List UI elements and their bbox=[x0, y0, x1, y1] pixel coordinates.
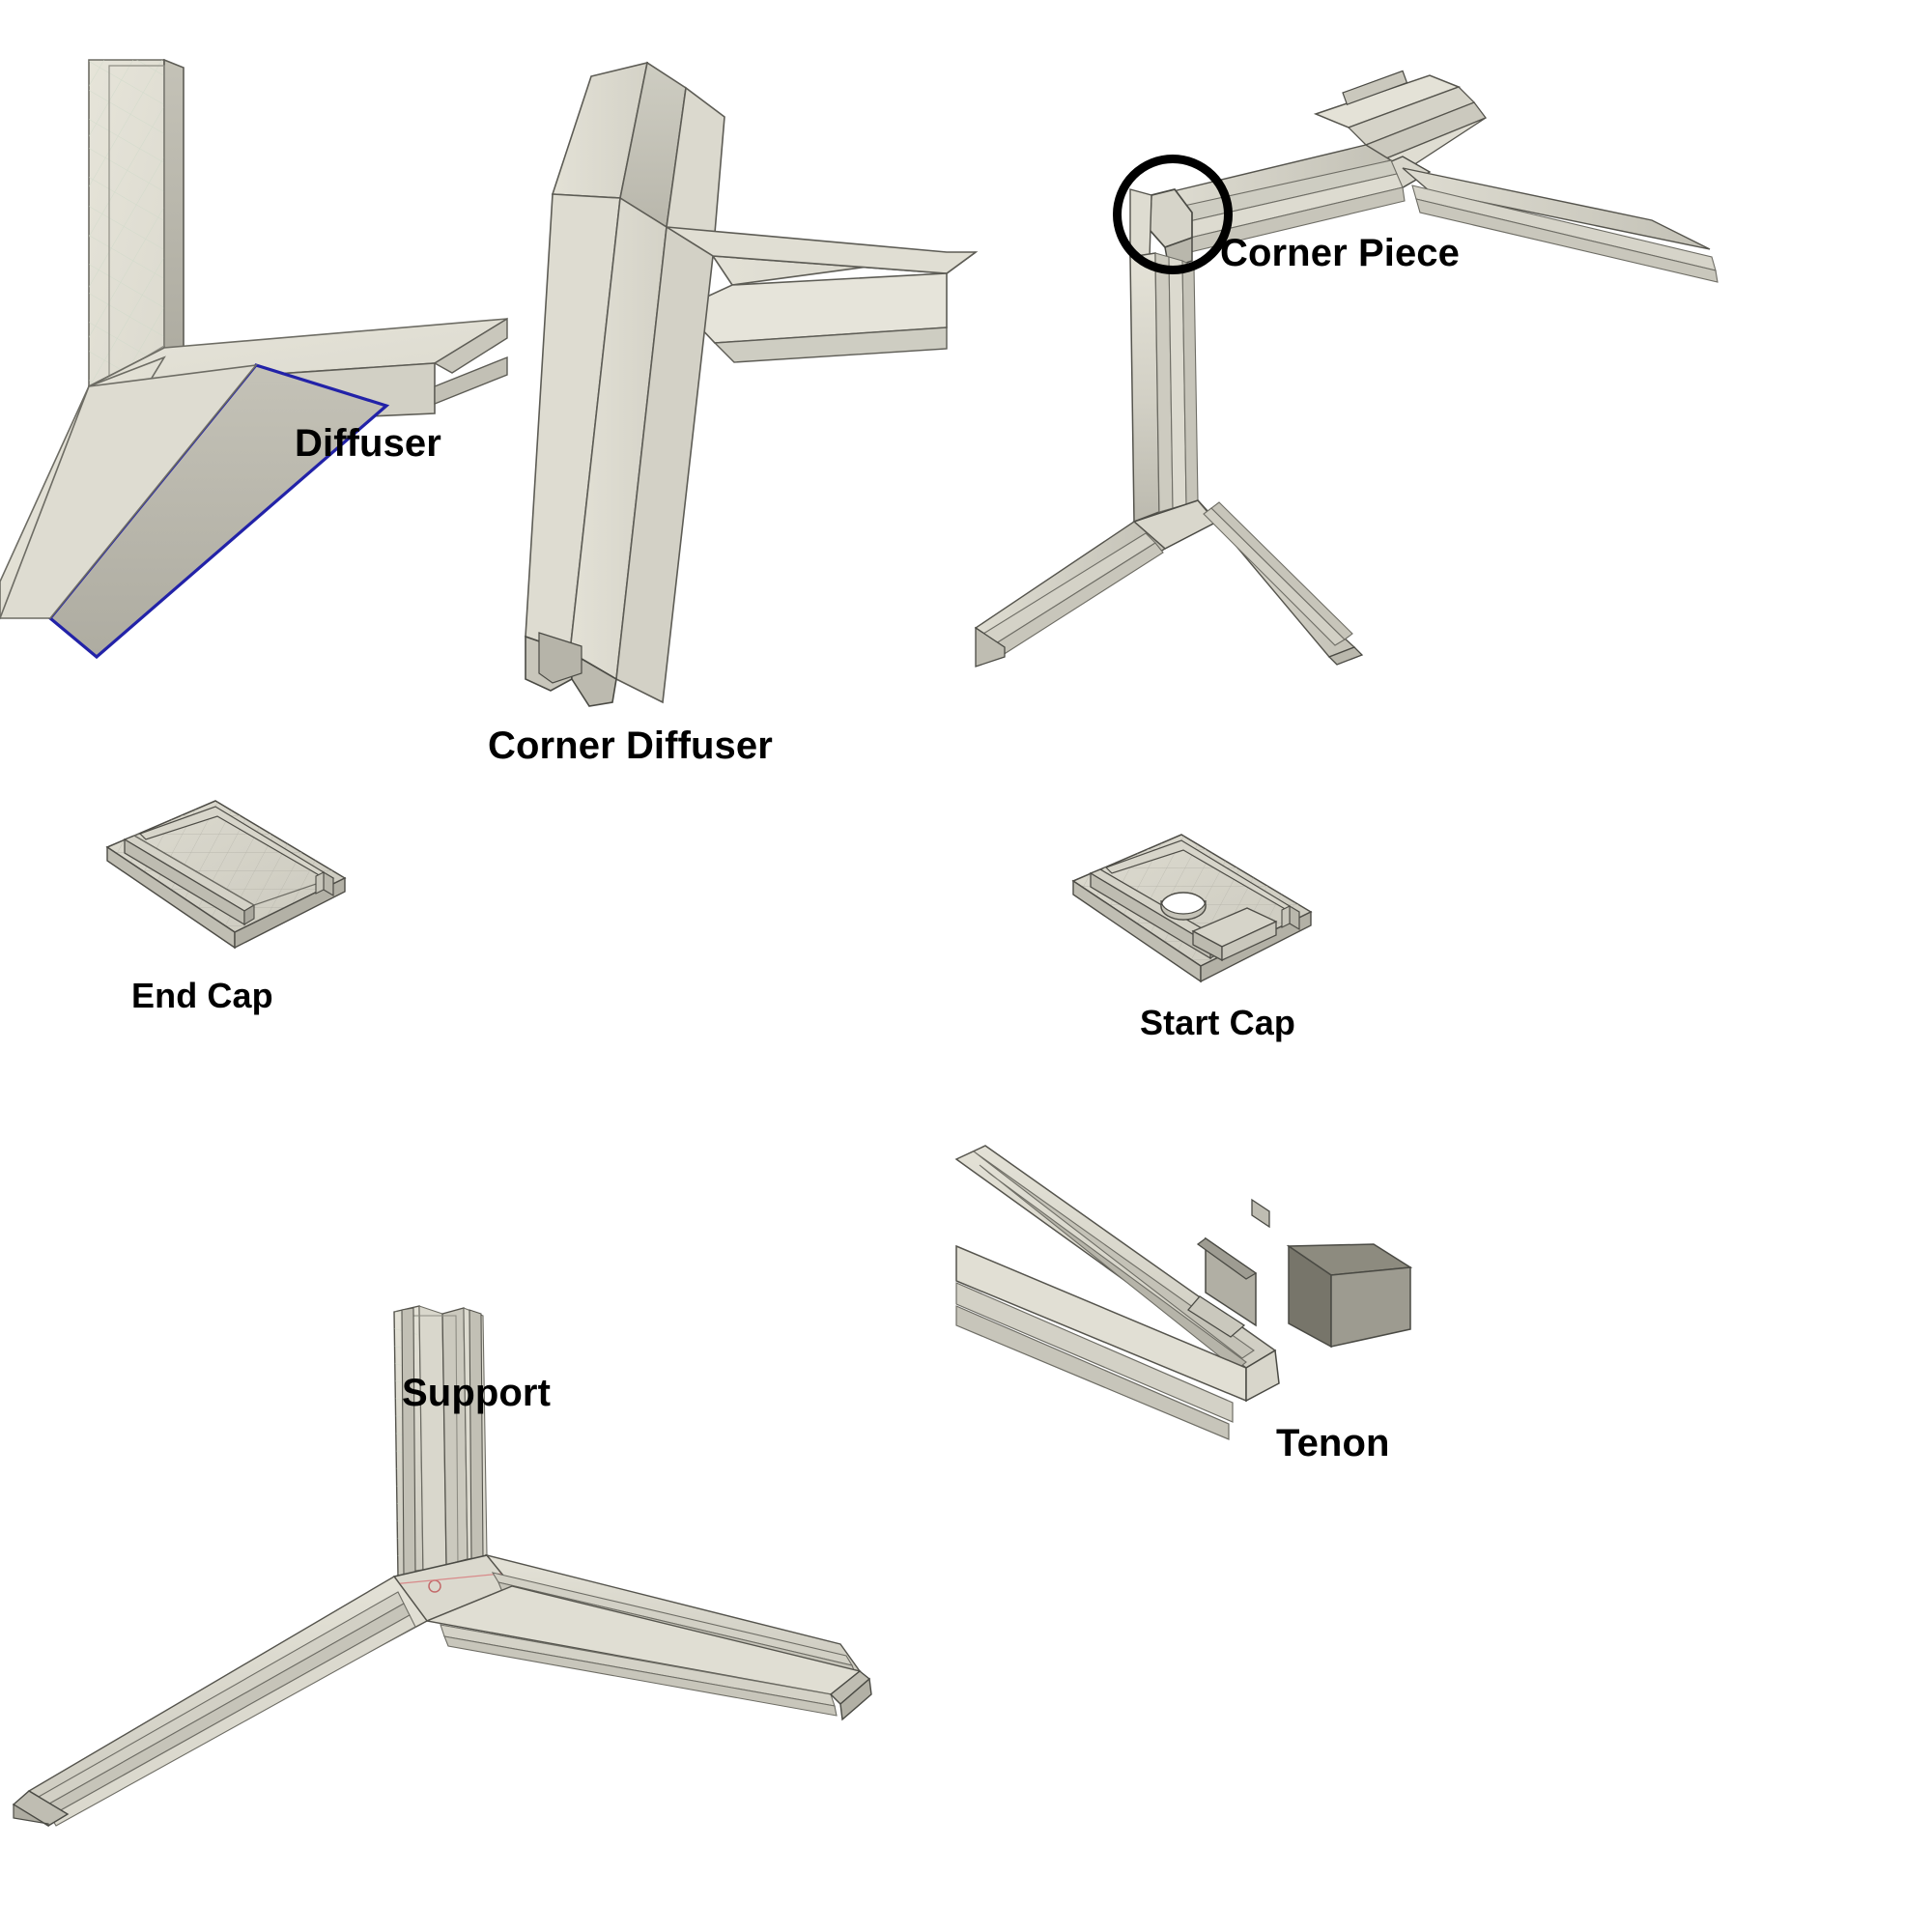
label-corner-piece: Corner Piece bbox=[1220, 232, 1460, 274]
label-start-cap: Start Cap bbox=[1140, 1003, 1295, 1042]
label-corner-diffuser: Corner Diffuser bbox=[488, 724, 773, 767]
part-end-cap bbox=[92, 797, 362, 980]
label-diffuser: Diffuser bbox=[295, 422, 441, 465]
part-start-cap bbox=[1058, 831, 1328, 1014]
corner-piece-callout-circle bbox=[1113, 155, 1233, 274]
label-tenon: Tenon bbox=[1276, 1422, 1390, 1464]
part-diffuser bbox=[0, 39, 580, 696]
part-corner-diffuser bbox=[493, 53, 1034, 710]
label-support: Support bbox=[402, 1372, 552, 1414]
label-end-cap: End Cap bbox=[131, 976, 273, 1015]
start-cap-cable-hole bbox=[1160, 892, 1207, 921]
part-support bbox=[10, 1285, 908, 1828]
part-tenon-assembly bbox=[954, 1121, 1459, 1449]
tenon-block bbox=[1286, 1243, 1413, 1349]
part-corner-piece-assembly bbox=[974, 68, 1932, 734]
